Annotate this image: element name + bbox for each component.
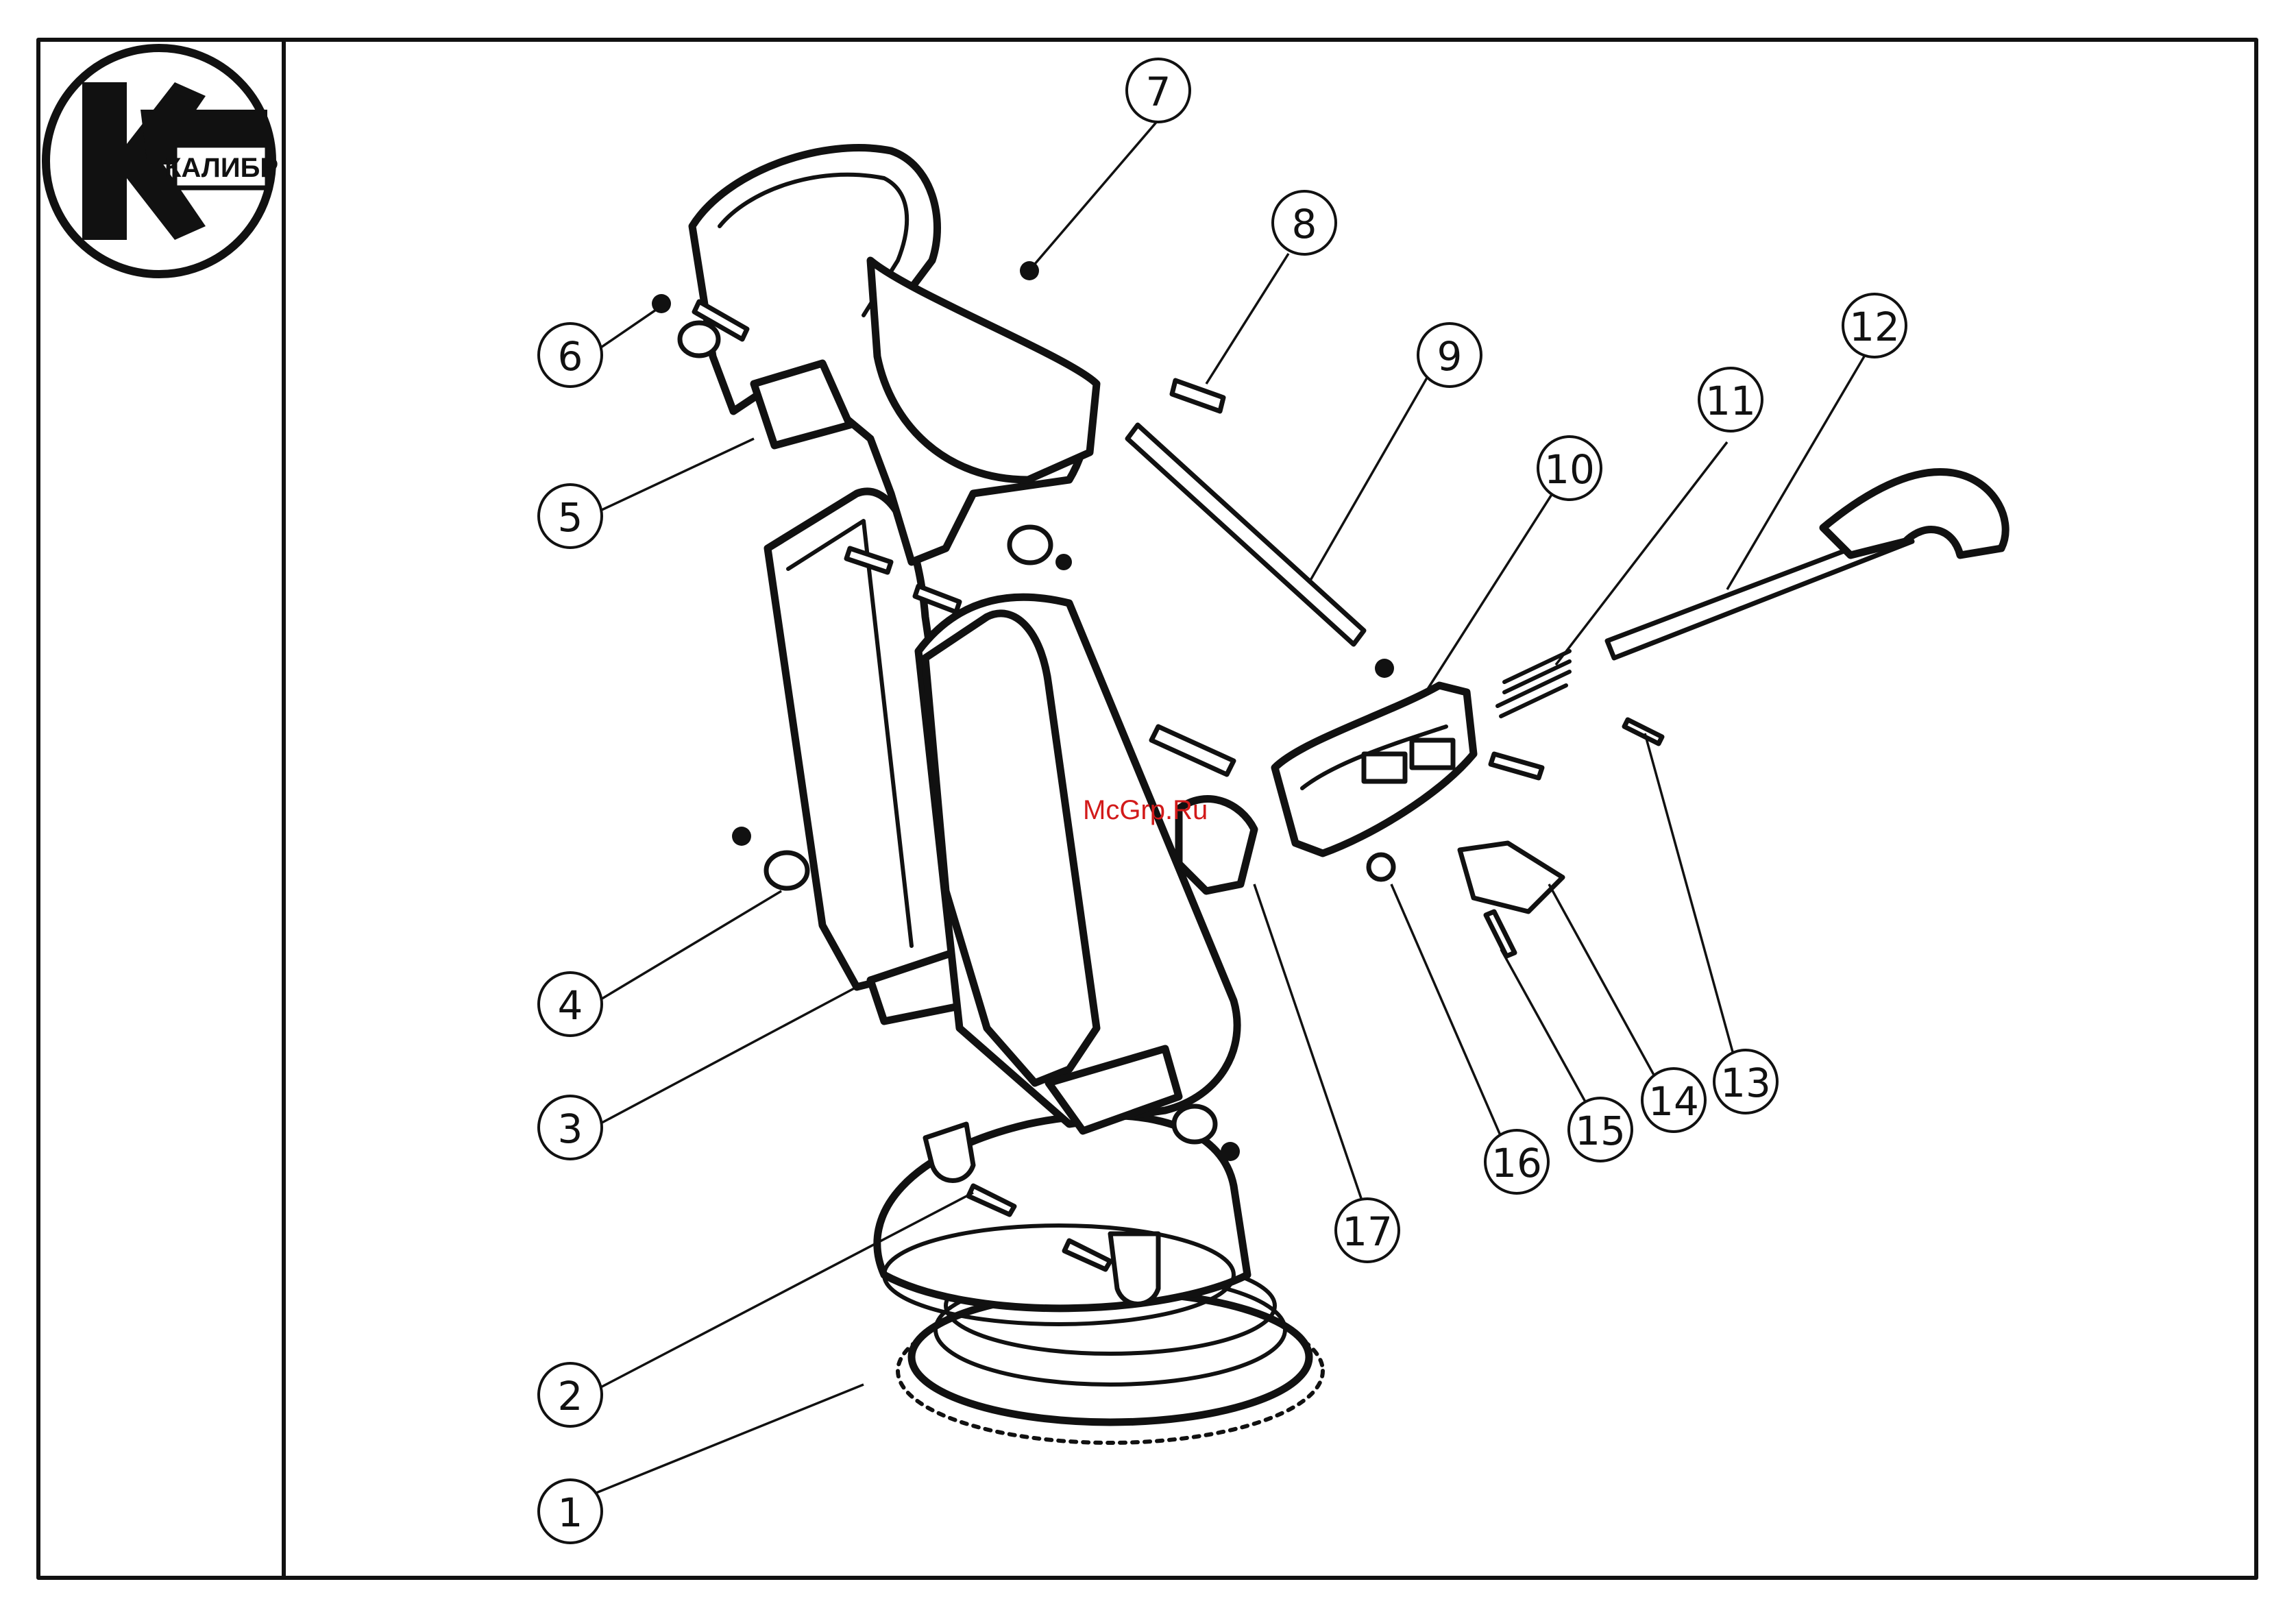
svg-text:3: 3 — [558, 1106, 583, 1152]
svg-text:12: 12 — [1849, 304, 1900, 350]
svg-text:17: 17 — [1342, 1208, 1393, 1255]
kalibr-logo: КАЛИБР — [46, 48, 278, 274]
washer-upper-right — [1010, 527, 1051, 563]
callout-17: 17 — [1336, 1199, 1399, 1262]
handle-grip-12 — [1823, 472, 2005, 555]
nut-4 — [732, 827, 751, 846]
rod-9 — [1127, 425, 1364, 644]
lower-chute — [877, 1115, 1247, 1324]
callout-16: 16 — [1485, 1130, 1548, 1193]
callout-2: 2 — [539, 1363, 602, 1426]
svg-text:15: 15 — [1575, 1108, 1626, 1154]
svg-text:16: 16 — [1491, 1140, 1542, 1186]
svg-text:5: 5 — [558, 494, 583, 541]
svg-text:7: 7 — [1146, 69, 1171, 115]
screw-15 — [1486, 912, 1515, 956]
callout-13: 13 — [1714, 1050, 1777, 1113]
callout-7: 7 — [1127, 59, 1190, 122]
callout-1: 1 — [539, 1480, 602, 1543]
callout-10: 10 — [1538, 437, 1601, 500]
callout-12: 12 — [1843, 294, 1906, 357]
logo-text: КАЛИБР — [164, 153, 278, 183]
washer-lower-right — [1174, 1106, 1215, 1142]
svg-text:10: 10 — [1544, 446, 1595, 493]
pin-13 — [1624, 720, 1662, 744]
svg-text:9: 9 — [1437, 333, 1463, 380]
callout-4: 4 — [539, 973, 602, 1036]
callout-3: 3 — [539, 1096, 602, 1159]
washer-4 — [766, 853, 807, 888]
callout-5: 5 — [539, 485, 602, 548]
nut-16 — [1369, 855, 1393, 879]
svg-text:4: 4 — [558, 982, 583, 1029]
svg-text:2: 2 — [558, 1373, 583, 1419]
upper-deflector — [692, 148, 1097, 562]
callout-14: 14 — [1642, 1069, 1705, 1132]
svg-text:8: 8 — [1292, 201, 1317, 247]
callout-8: 8 — [1273, 191, 1336, 254]
callout-11: 11 — [1699, 368, 1762, 431]
plate-14 — [1460, 843, 1563, 912]
svg-text:11: 11 — [1705, 378, 1756, 424]
svg-text:13: 13 — [1720, 1060, 1771, 1106]
svg-text:6: 6 — [558, 333, 583, 380]
svg-text:14: 14 — [1648, 1078, 1699, 1125]
callout-6: 6 — [539, 324, 602, 387]
watermark: McGrp.Ru — [1083, 795, 1208, 825]
washer-6 — [680, 323, 718, 356]
callout-9: 9 — [1418, 324, 1481, 387]
svg-text:1: 1 — [558, 1489, 583, 1536]
bolt-8 — [1172, 380, 1223, 411]
control-assembly — [1151, 472, 2005, 956]
callout-15: 15 — [1569, 1098, 1632, 1161]
